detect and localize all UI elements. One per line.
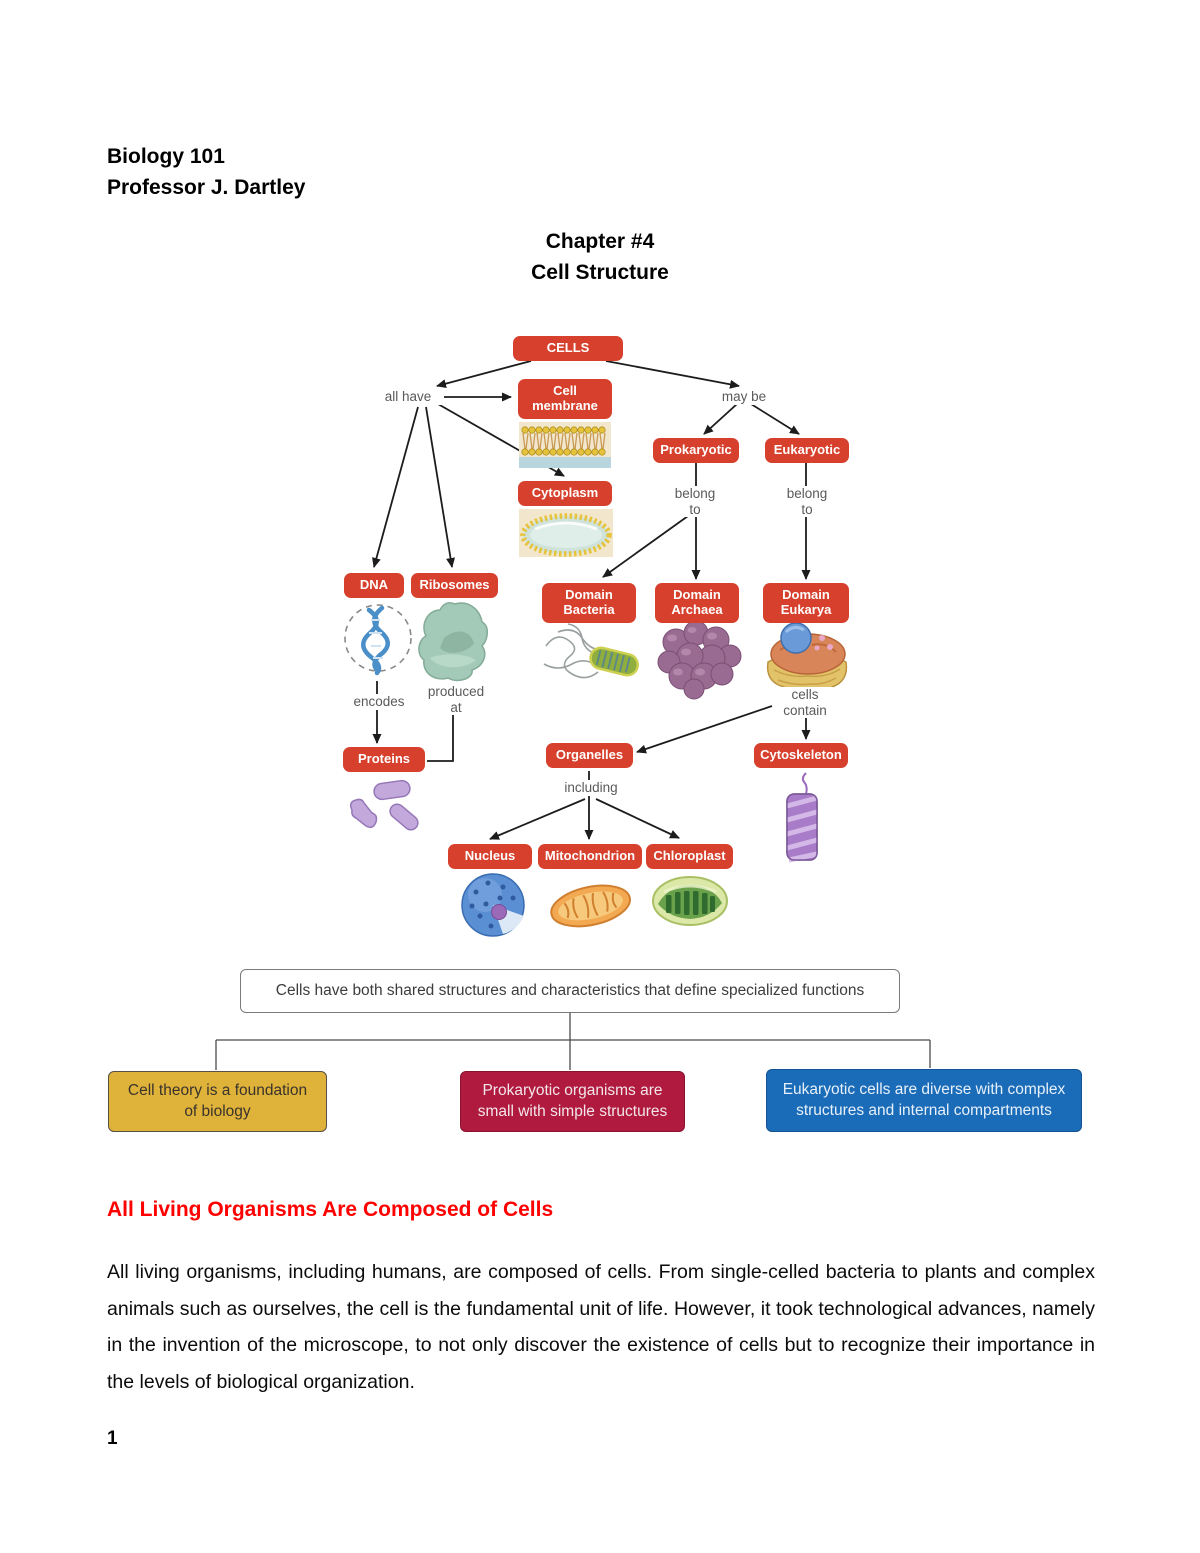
node-organelles: Organelles [546, 743, 633, 768]
node-chloroplast: Chloroplast [646, 844, 733, 869]
chloroplast-illustration [652, 876, 728, 926]
summary-statement-box: Cells have both shared structures and ch… [240, 969, 900, 1013]
edge-label-encodes: encodes [346, 694, 412, 710]
node-domain-bacteria: Domain Bacteria [542, 583, 636, 623]
summary-box-cell-theory-text: Cell theory is a foundation of biology [127, 1081, 308, 1120]
chapter-number: Chapter #4 [545, 230, 655, 253]
node-nucleus: Nucleus [448, 844, 532, 869]
summary-box-eukaryotic-text: Eukaryotic cells are diverse with comple… [782, 1080, 1066, 1119]
summary-box-prokaryotic: Prokaryotic organisms are small with sim… [460, 1071, 685, 1132]
node-cytoskeleton: Cytoskeleton [754, 743, 848, 768]
node-dna: DNA [344, 573, 404, 598]
mitochondrion-illustration [550, 884, 631, 928]
chapter-heading: Chapter #4 Cell Structure [0, 226, 1200, 288]
edge-label-belong-to-eukaryotic: belong to [780, 486, 834, 518]
edge-label-may-be: may be [712, 389, 776, 405]
edge-label-including: including [555, 780, 627, 796]
section-heading: All Living Organisms Are Composed of Cel… [107, 1198, 554, 1221]
edge-label-belong-to-prokaryotic: belong to [668, 486, 722, 518]
page-number: 1 [107, 1428, 118, 1449]
summary-box-eukaryotic: Eukaryotic cells are diverse with comple… [766, 1069, 1082, 1132]
professor-name: Professor J. Dartley [107, 176, 306, 199]
body-paragraph: All living organisms, including humans, … [107, 1261, 1095, 1393]
archaea-illustration [657, 620, 742, 700]
edge-label-produced-at: produced at [424, 684, 488, 716]
summary-statement-text: Cells have both shared structures and ch… [275, 982, 865, 999]
node-prokaryotic: Prokaryotic [653, 438, 739, 463]
eukarya-illustration [766, 622, 848, 695]
course-header: Biology 101 Professor J. Dartley [107, 141, 305, 203]
bacteria-illustration [543, 623, 639, 679]
ribosome-illustration [418, 602, 488, 682]
cytoskeleton-illustration [786, 772, 818, 863]
dna-illustration [344, 604, 412, 676]
edge-label-cells-contain: cells contain [777, 687, 833, 719]
course-title: Biology 101 [107, 145, 225, 168]
cell-membrane-illustration [519, 422, 611, 468]
proteins-illustration [349, 779, 419, 831]
summary-box-prokaryotic-text: Prokaryotic organisms are small with sim… [477, 1081, 668, 1120]
edge-label-all-have: all have [372, 389, 444, 405]
node-cells: CELLS [513, 336, 623, 361]
summary-box-cell-theory: Cell theory is a foundation of biology [108, 1071, 327, 1132]
cytoplasm-illustration [519, 509, 613, 557]
node-domain-archaea: Domain Archaea [655, 583, 739, 623]
node-eukaryotic: Eukaryotic [765, 438, 849, 463]
node-proteins: Proteins [343, 747, 425, 772]
node-cytoplasm: Cytoplasm [518, 481, 612, 506]
node-cell-membrane: Cell membrane [518, 379, 612, 419]
node-mitochondrion: Mitochondrion [538, 844, 642, 869]
chapter-title: Cell Structure [531, 261, 669, 284]
node-domain-eukarya: Domain Eukarya [763, 583, 849, 623]
node-ribosomes: Ribosomes [411, 573, 498, 598]
nucleus-illustration [461, 873, 525, 937]
